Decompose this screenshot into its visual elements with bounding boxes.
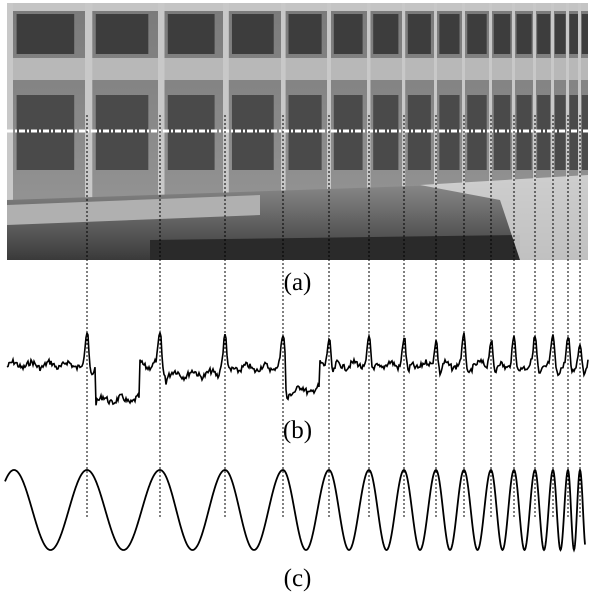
window-upper (467, 14, 487, 54)
column-pillar (551, 3, 554, 203)
window-upper (554, 14, 566, 54)
sunlit-patch (420, 175, 588, 260)
column-pillar (85, 3, 93, 203)
chirp-curve (4, 467, 586, 553)
panel-b-label: (b) (282, 417, 313, 444)
window-upper (333, 14, 363, 54)
floor-slab-upper (7, 58, 588, 80)
window-upper (581, 14, 588, 54)
column-pillar (158, 3, 165, 203)
shadow-step (150, 235, 520, 260)
column-pillar (462, 3, 465, 203)
window-upper (537, 14, 551, 54)
column-pillar (7, 3, 13, 203)
panel-c-label: (c) (283, 565, 312, 592)
window-upper (569, 14, 579, 54)
column-pillar (566, 3, 569, 203)
window-upper (231, 14, 274, 54)
intensity-profile-curve (6, 329, 589, 406)
column-pillar (327, 3, 331, 203)
column-pillar (434, 3, 437, 203)
window-upper (16, 14, 75, 54)
column-pillar (367, 3, 371, 203)
window-upper (167, 14, 215, 54)
window-upper (407, 14, 431, 54)
column-pillar (281, 3, 286, 203)
window-upper (493, 14, 511, 54)
column-pillar (533, 3, 536, 203)
column-pillar (512, 3, 515, 203)
wall-ledge (7, 195, 260, 225)
column-pillar (223, 3, 229, 203)
window-lower (439, 95, 460, 170)
window-upper (373, 14, 399, 54)
window-upper (439, 14, 460, 54)
window-upper (288, 14, 322, 54)
column-pillar (578, 3, 581, 203)
floor-slab-top (7, 3, 588, 11)
peak-guide-lines (86, 115, 581, 518)
column-pillar (489, 3, 492, 203)
building-photo (7, 3, 588, 260)
building-facade (7, 3, 588, 203)
window-upper (516, 14, 532, 54)
column-pillar (402, 3, 406, 203)
window-upper (95, 14, 149, 54)
panel-a-label: (a) (283, 269, 312, 296)
